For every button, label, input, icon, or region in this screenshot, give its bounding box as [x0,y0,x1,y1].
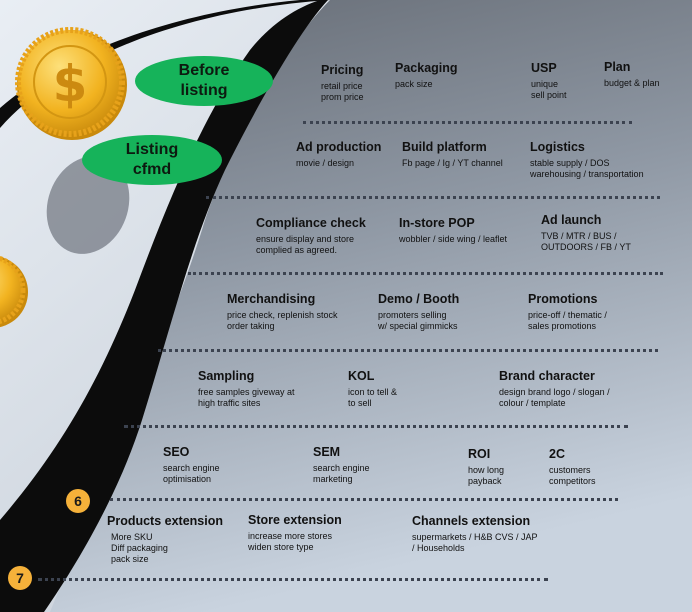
item-desc: TVB / MTR / BUS / OUTDOORS / FB / YT [541,231,631,252]
item-desc: wobbler / side wing / leaflet [399,234,508,244]
item-plan: Plan budget & plan [604,60,660,89]
item-title: Plan [604,60,631,74]
right-background [50,0,692,612]
item-packaging: Packaging pack size [395,61,458,90]
svg-text:$: $ [53,55,88,113]
item-channels-extension: Channels extension supermarkets / H&B CVS… [412,514,538,554]
item-title: Demo / Booth [378,292,460,306]
item-title: Logistics [530,140,585,154]
item-sem: SEM search engine marketing [313,445,370,485]
dollar-coin-icon: $ [15,27,127,140]
item-desc: how long payback [468,465,505,486]
item-logistics: Logistics stable supply / DOS warehousing… [530,140,644,180]
step-7-badge: 7 [8,566,32,590]
item-pricing: Pricing retail price prom price [321,63,364,103]
divider-5 [124,425,628,428]
divider-3 [188,272,663,275]
item-desc: design brand logo / slogan / colour / te… [499,387,610,408]
item-usp: USP unique sell point [531,61,567,101]
item-title: Channels extension [412,514,531,528]
item-desc: icon to tell & to sell [348,387,398,408]
divider-1 [303,121,632,124]
divider-4 [158,349,658,352]
item-desc: promoters selling w/ special gimmicks [378,310,458,331]
item-title: In-store POP [399,216,475,230]
item-title: Compliance check [256,216,366,230]
item-title: Pricing [321,63,364,77]
item-desc: budget & plan [604,78,660,88]
item-sampling: Sampling free samples giveway at high tra… [198,369,295,409]
item-brand-character: Brand character design brand logo / sloga… [499,369,610,409]
coin-shadow [46,156,130,254]
item-desc: search engine optimisation [163,463,220,484]
before-listing-label: Before listing [135,56,273,106]
item-title: ROI [468,447,491,461]
item-desc: price-off / thematic / sales promotions [528,310,607,331]
item-title: Build platform [402,140,487,154]
item-title: 2C [549,447,565,461]
road [0,0,328,612]
item-title: Sampling [198,369,255,383]
item-title: KOL [348,369,375,383]
item-title: Products extension [107,514,223,528]
item-title: Ad production [296,140,382,154]
item-desc: More SKU Diff packaging pack size [111,532,168,564]
item-title: Packaging [395,61,458,75]
item-in-store-pop: In-store POP wobbler / side wing / leafle… [399,216,507,245]
item-promotions: Promotions price-off / thematic / sales p… [528,292,607,332]
item-desc: supermarkets / H&B CVS / JAP / Household… [412,532,538,553]
item-desc: Fb page / Ig / YT channel [402,158,503,168]
item-compliance-check: Compliance check ensure display and store… [256,216,366,256]
item-desc: stable supply / DOS warehousing / transp… [530,158,644,179]
item-desc: increase more stores widen store type [248,531,333,552]
item-build-platform: Build platform Fb page / Ig / YT channel [402,140,503,169]
item-store-extension: Store extension increase more stores wide… [248,513,342,553]
item-seo: SEO search engine optimisation [163,445,220,485]
item-title: SEO [163,445,190,459]
item-desc: pack size [395,79,433,89]
item-desc: free samples giveway at high traffic sit… [198,387,295,408]
coin-icon [0,255,28,328]
divider-7 [38,578,548,581]
step-6-badge: 6 [66,489,90,513]
item-title: SEM [313,445,341,459]
item-desc: movie / design [296,158,355,168]
item-desc: retail price prom price [321,81,364,102]
divider-2 [206,196,660,199]
item-title: Store extension [248,513,342,527]
item-desc: ensure display and store complied as agr… [256,234,355,255]
item-ad-production: Ad production movie / design [296,140,381,169]
item-demo-booth: Demo / Booth promoters selling w/ special… [378,292,459,332]
item-2c: 2C customers competitors [549,447,596,487]
item-merchandising: Merchandising price check, replenish stoc… [227,292,338,332]
item-title: Merchandising [227,292,316,306]
item-title: Ad launch [541,213,602,227]
listing-cfmd-label: Listing cfmd [82,135,222,185]
item-desc: unique sell point [531,79,567,100]
item-desc: search engine marketing [313,463,370,484]
item-title: USP [531,61,557,75]
item-kol: KOL icon to tell & to sell [348,369,397,409]
item-desc: customers competitors [549,465,596,486]
item-title: Brand character [499,369,595,383]
item-desc: price check, replenish stock order takin… [227,310,338,331]
item-title: Promotions [528,292,598,306]
divider-6 [110,498,618,501]
item-roi: ROI how long payback [468,447,504,487]
